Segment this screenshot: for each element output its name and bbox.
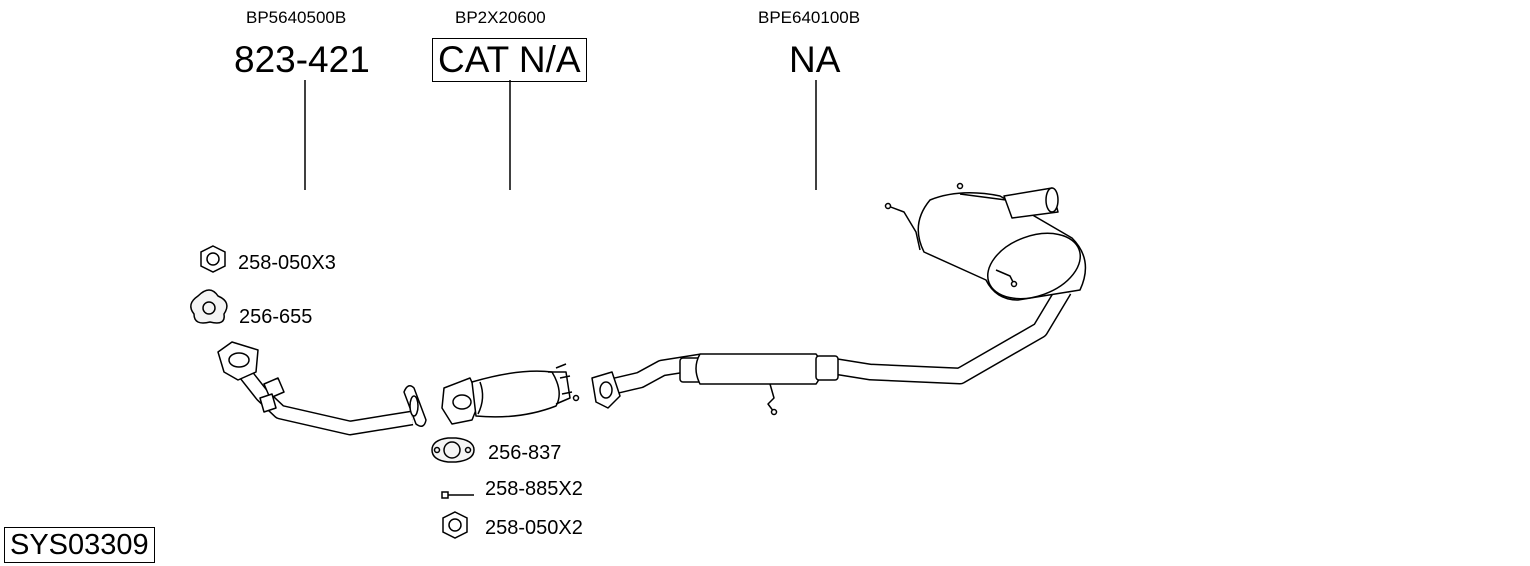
- part-number-rear-section: NA: [789, 39, 841, 80]
- two-bolt-gasket-icon: [431, 437, 475, 463]
- accessory-label-nut-front: 258-050X3: [238, 252, 336, 274]
- hex-nut-icon: [200, 245, 226, 273]
- accessory-label-gasket-catalyst: 256-837: [488, 442, 562, 464]
- part-ref-catalyst: BP2X20600: [455, 8, 546, 27]
- three-bolt-gasket-icon: [190, 289, 228, 324]
- rear-silencer-part: [884, 182, 1087, 301]
- part-ref-rear-section: BPE640100B: [758, 8, 861, 27]
- accessory-label-gasket-front: 256-655: [239, 306, 313, 328]
- centre-pipe-part: [591, 285, 1072, 416]
- hex-nut-icon: [442, 511, 468, 539]
- system-code-badge: SYS03309: [4, 527, 155, 563]
- front-pipe-part: [217, 341, 427, 436]
- catalyst-part: [441, 363, 580, 425]
- bolt-icon: [441, 491, 474, 499]
- part-number-catalyst: CAT N/A: [432, 38, 587, 82]
- part-number-front-pipe: 823-421: [234, 39, 370, 80]
- accessory-label-bolt: 258-885X2: [485, 478, 583, 500]
- part-ref-front-pipe: BP5640500B: [246, 8, 347, 27]
- accessory-label-nut-catalyst: 258-050X2: [485, 517, 583, 539]
